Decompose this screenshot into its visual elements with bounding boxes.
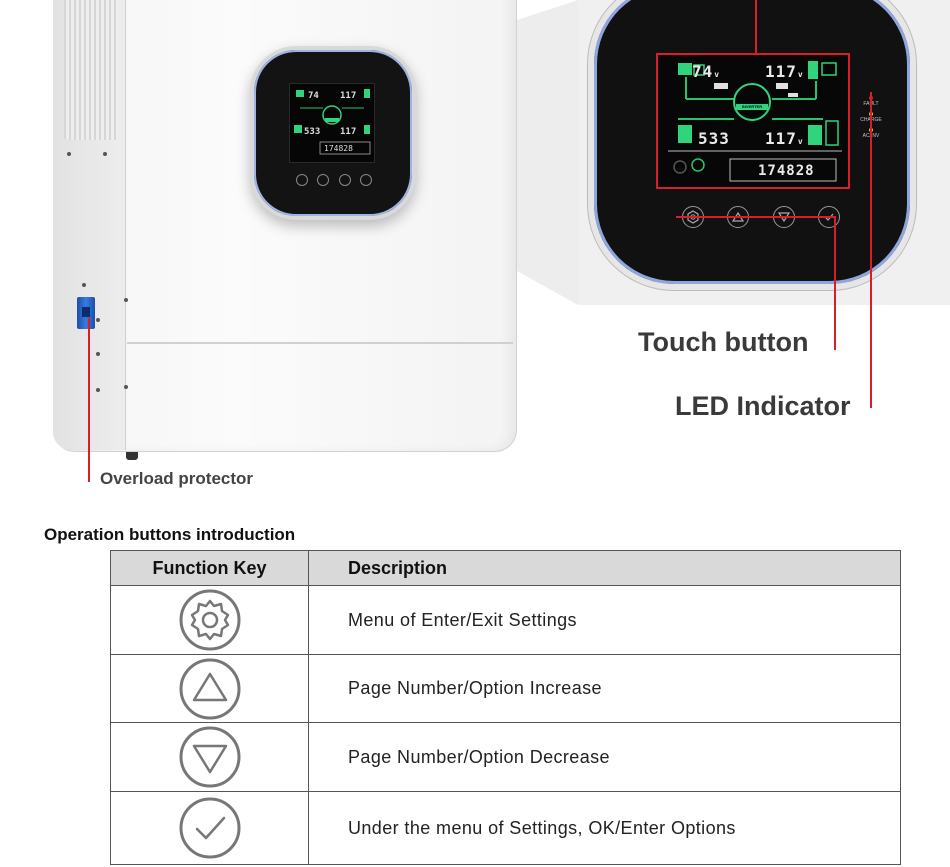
led-indicator-label: LED Indicator bbox=[675, 391, 851, 421]
description-cell: Menu of Enter/Exit Settings bbox=[308, 585, 901, 655]
screw-icon bbox=[124, 385, 128, 389]
lcd-battery-value: 533 bbox=[698, 129, 730, 148]
key-cell bbox=[110, 654, 309, 723]
front-display-panel: 74 117 533 117 174828 bbox=[250, 46, 416, 220]
screw-icon bbox=[82, 283, 86, 287]
key-cell bbox=[110, 722, 309, 792]
table-row: Page Number/Option Increase bbox=[110, 654, 901, 723]
lcd-grid-voltage: 117v bbox=[765, 62, 804, 81]
table-row: Under the menu of Settings, OK/Enter Opt… bbox=[110, 791, 901, 865]
lcd-graphics bbox=[668, 61, 842, 182]
lcd-output-voltage: 117v bbox=[765, 129, 804, 148]
screw-icon bbox=[96, 352, 100, 356]
svg-text:117: 117 bbox=[340, 127, 356, 137]
description-cell: Page Number/Option Decrease bbox=[308, 722, 901, 792]
inverter-tag: INVERTER bbox=[736, 104, 768, 110]
inverter-cabinet bbox=[53, 0, 517, 452]
triangle-down-icon bbox=[179, 726, 240, 788]
svg-text:117: 117 bbox=[340, 91, 356, 101]
callout-line-overload bbox=[88, 318, 90, 482]
table-header-row: Function Key Description bbox=[110, 550, 901, 586]
mini-check-icon bbox=[359, 174, 372, 186]
overload-protector-switch bbox=[77, 297, 95, 329]
mini-lcd-screen: 74 117 533 117 174828 bbox=[289, 83, 375, 163]
touch-button-label: Touch button bbox=[638, 327, 809, 357]
svg-text:74: 74 bbox=[308, 91, 319, 101]
screw-icon bbox=[96, 388, 100, 392]
inverter-symbol-icon bbox=[733, 83, 771, 121]
cooling-vent bbox=[64, 0, 118, 140]
callout-line-led bbox=[870, 92, 872, 408]
mini-up-icon bbox=[317, 174, 330, 186]
mini-lcd-graphics: 74 117 533 117 174828 bbox=[294, 89, 371, 155]
lcd-counter: 174828 bbox=[758, 163, 815, 179]
key-cell bbox=[110, 791, 309, 865]
svg-text:533: 533 bbox=[304, 127, 320, 137]
lcd-pv-voltage: 74v bbox=[692, 62, 721, 81]
mini-settings-icon bbox=[296, 174, 308, 186]
callout-line-touch-horizontal bbox=[676, 216, 836, 218]
mini-touch-buttons bbox=[296, 174, 372, 186]
key-cell bbox=[110, 585, 309, 655]
section-title: Operation buttons introduction bbox=[44, 525, 296, 544]
callout-line-lcd bbox=[755, 0, 757, 54]
overload-protector-label: Overload protector bbox=[100, 469, 254, 488]
screw-icon bbox=[103, 152, 107, 156]
callout-line-touch-vertical bbox=[834, 216, 836, 350]
screw-icon bbox=[96, 318, 100, 322]
lcd-highlight-frame bbox=[656, 53, 850, 189]
function-key-table: Function Key Description Menu of Enter/E… bbox=[110, 550, 901, 865]
settings-gear-icon bbox=[179, 589, 240, 651]
mini-down-icon bbox=[338, 174, 351, 186]
screw-icon bbox=[67, 152, 71, 156]
screw-icon bbox=[124, 298, 128, 302]
header-function-key: Function Key bbox=[110, 550, 309, 586]
check-mark-icon bbox=[179, 797, 240, 859]
product-illustration: 74 117 533 117 174828 bbox=[53, 0, 950, 488]
cabinet-foot bbox=[126, 452, 138, 460]
header-description: Description bbox=[308, 550, 901, 586]
cabinet-seam bbox=[127, 342, 513, 344]
triangle-up-icon bbox=[179, 658, 240, 719]
table-row: Menu of Enter/Exit Settings bbox=[110, 585, 901, 655]
table-row: Page Number/Option Decrease bbox=[110, 722, 901, 792]
svg-text:174828: 174828 bbox=[324, 144, 353, 153]
description-cell: Page Number/Option Increase bbox=[308, 654, 901, 723]
description-cell: Under the menu of Settings, OK/Enter Opt… bbox=[308, 791, 901, 865]
